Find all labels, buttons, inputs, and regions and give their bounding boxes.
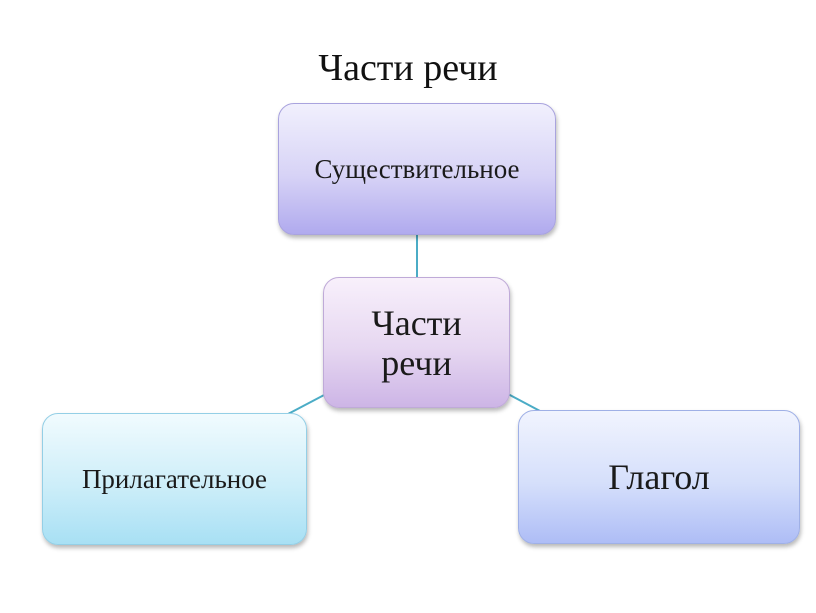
node-adjective-label: Прилагательное: [81, 463, 268, 494]
node-verb: Глагол: [518, 410, 800, 544]
diagram-title: Части речи: [318, 47, 498, 89]
node-center-line-2: речи: [381, 342, 452, 383]
connector-left: [287, 393, 327, 415]
node-noun-label: Существительное: [314, 153, 520, 184]
node-noun: Существительное: [278, 103, 556, 235]
node-verb-label: Глагол: [608, 457, 710, 497]
node-adjective: Прилагательное: [42, 413, 307, 545]
node-parts-of-speech: Части речи: [323, 277, 510, 408]
node-center-line-1: Части: [371, 302, 462, 343]
connector-right: [507, 393, 541, 412]
